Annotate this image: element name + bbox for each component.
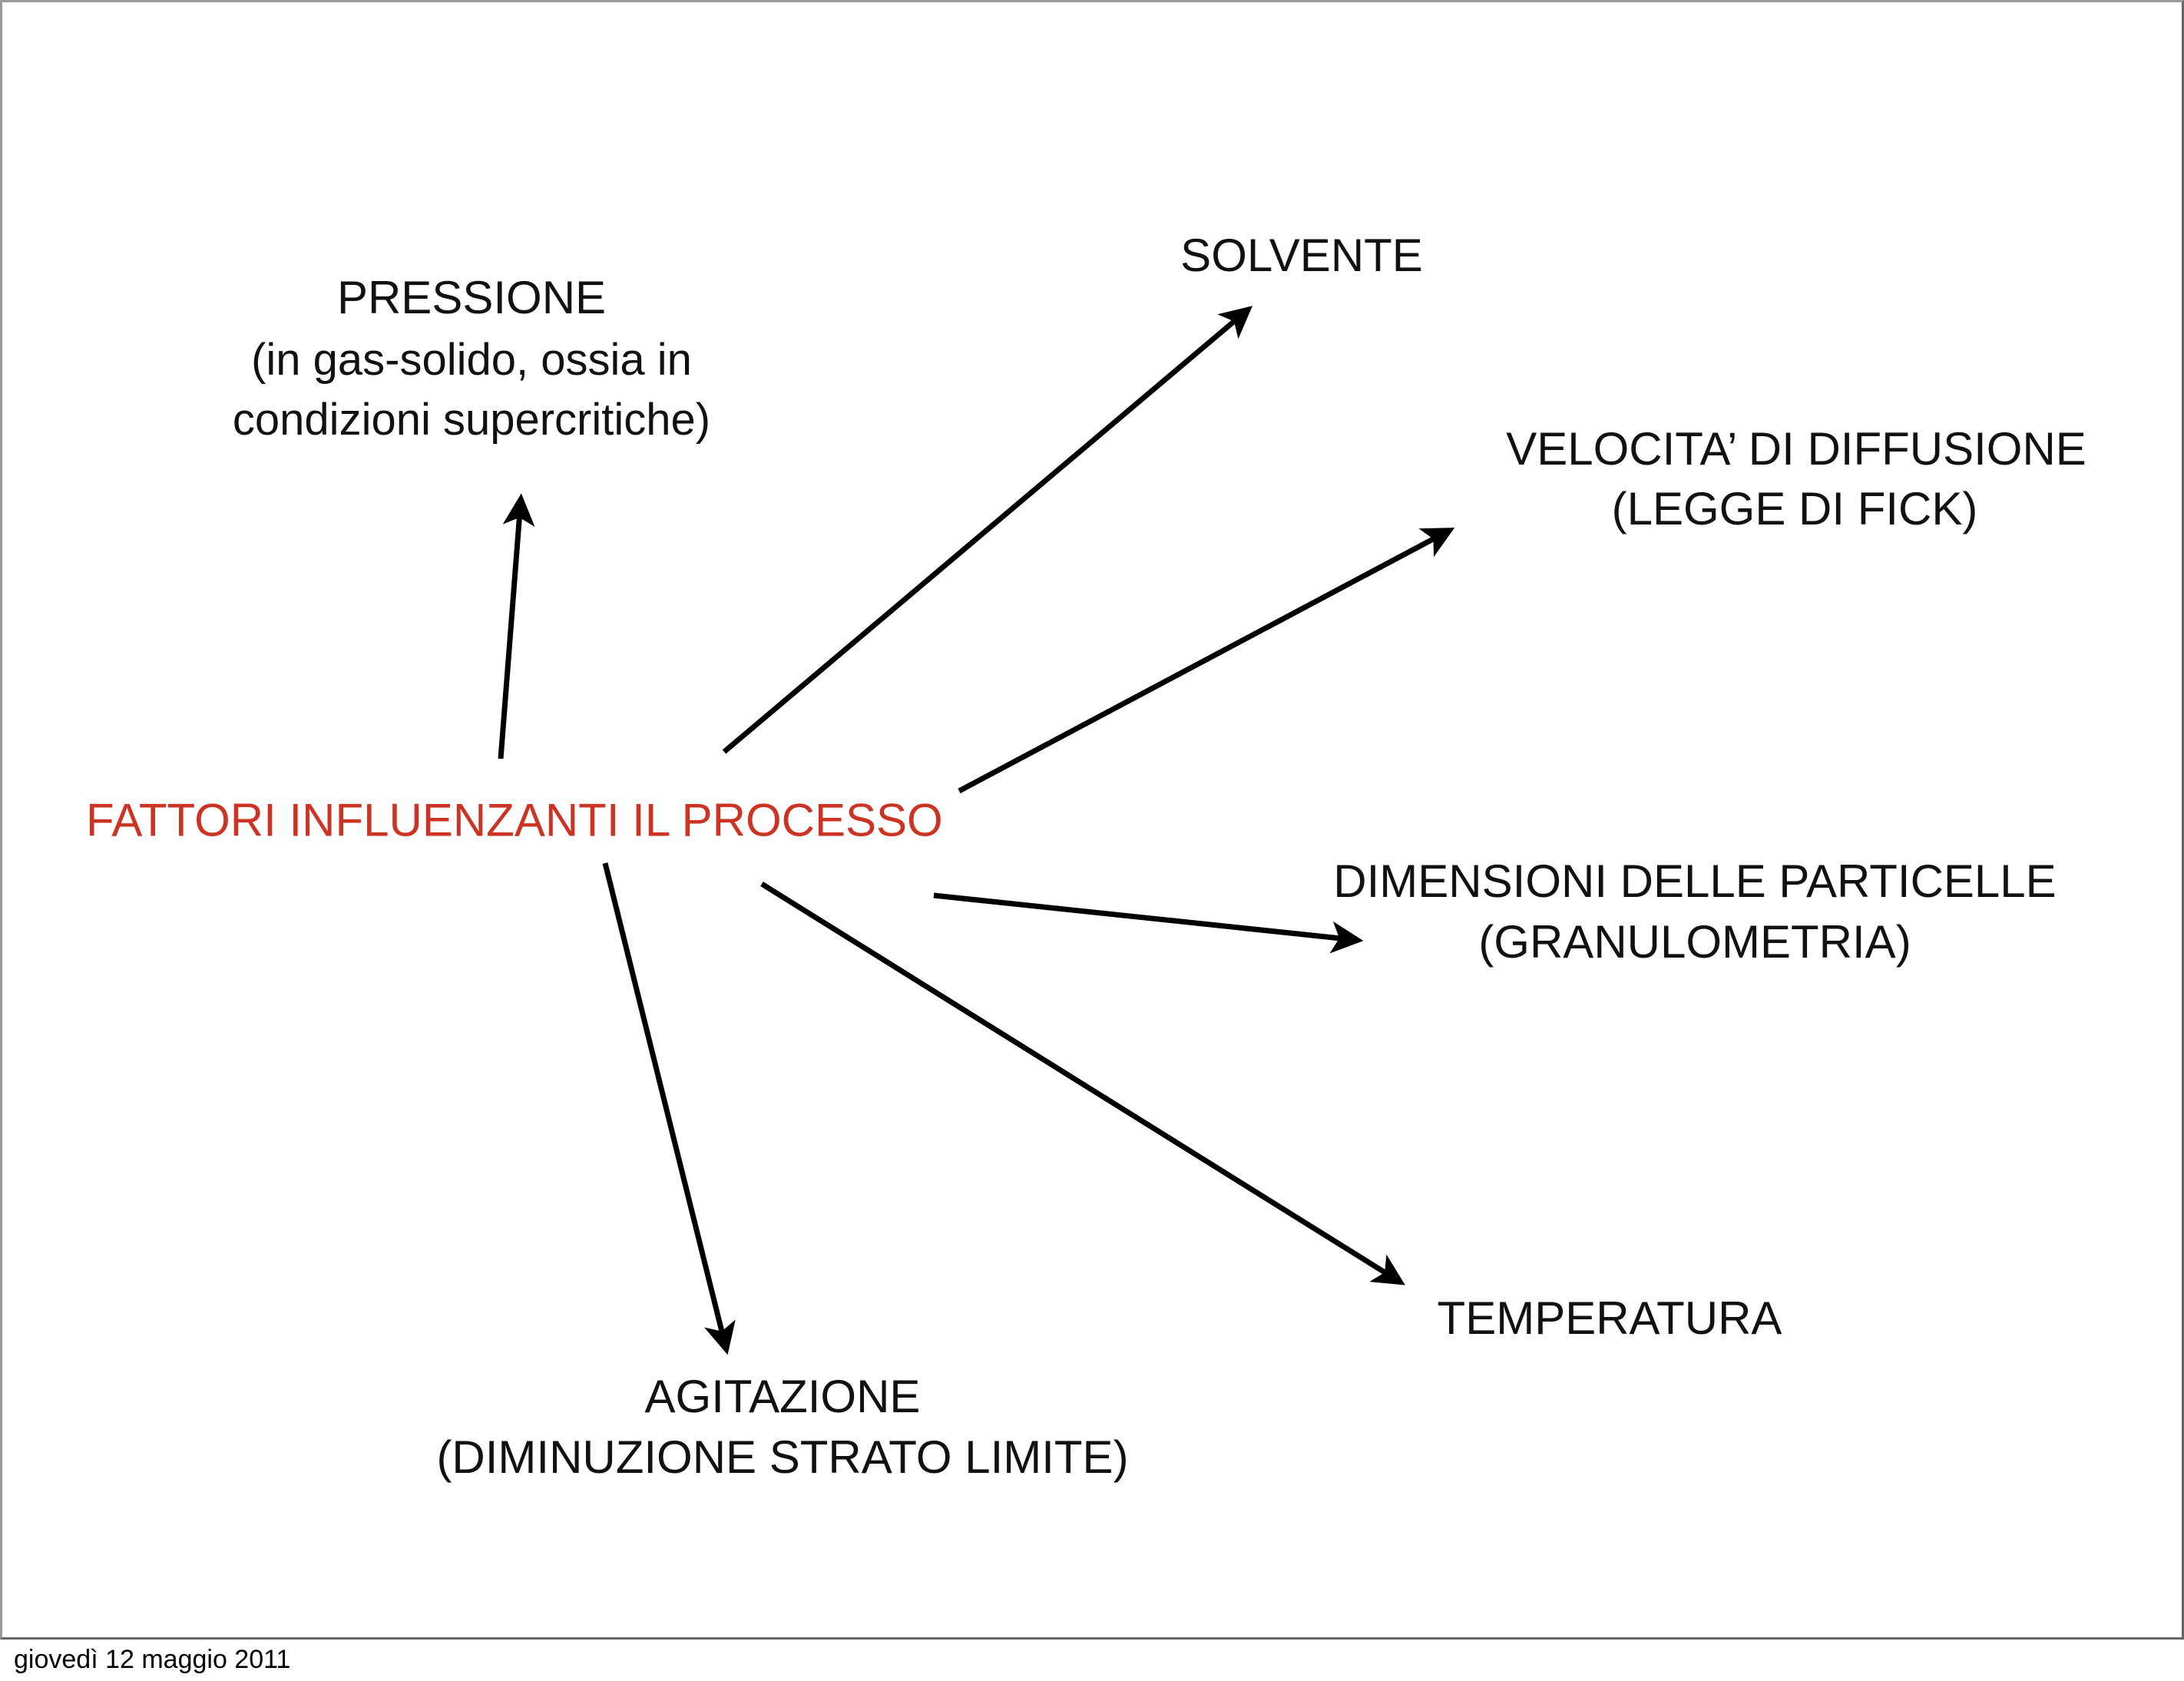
arrow-to-temperatura [760,882,1405,1286]
dimensioni-note: (GRANULOMETRIA) [1478,916,1911,968]
central-topic: FATTORI INFLUENZANTI IL PROCESSO [86,794,943,846]
footer-date: giovedì 12 maggio 2011 [14,1645,291,1674]
arrows-layer [498,306,1455,1355]
arrow-to-velocita [958,528,1455,794]
dimensioni-title: DIMENSIONI DELLE PARTICELLE [1333,855,2057,907]
arrow-to-pressione [498,493,535,759]
solvente-title: SOLVENTE [1180,230,1423,281]
arrow-to-dimensioni [933,892,1364,954]
arrow-to-solvente [722,306,1253,754]
pressione-title: PRESSIONE [336,272,607,323]
agitazione-note: (DIMINUZIONE STRATO LIMITE) [436,1431,1129,1483]
slide: FATTORI INFLUENZANTI IL PROCESSO PRESSIO… [0,0,2184,1640]
pressione-note-line1: (in gas-solido, ossia in [251,335,692,385]
arrow-to-agitazione [602,862,736,1355]
agitazione-title: AGITAZIONE [644,1371,921,1422]
velocita-title: VELOCITA’ DI DIFFUSIONE [1506,423,2086,475]
temperatura-title: TEMPERATURA [1437,1292,1782,1344]
pressione-note-line2: condizioni supercritiche) [232,395,711,445]
velocita-note: (LEGGE DI FICK) [1611,483,1978,534]
